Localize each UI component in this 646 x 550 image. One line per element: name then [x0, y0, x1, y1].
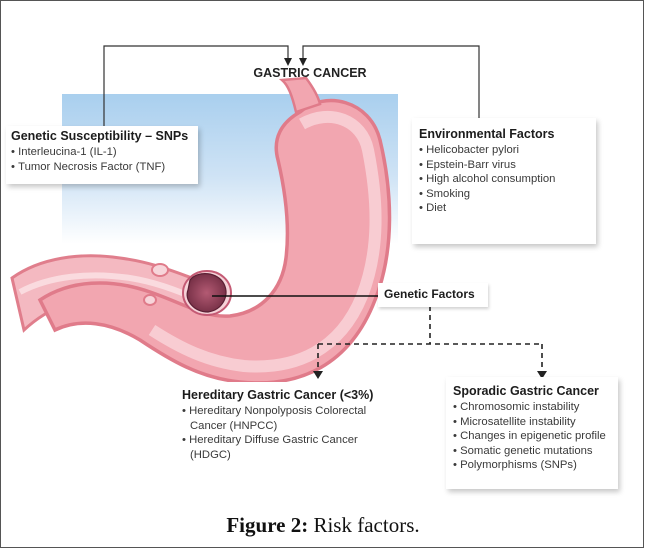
- list-item: Smoking: [419, 187, 589, 202]
- list-item: Epstein-Barr virus: [419, 158, 589, 173]
- caption-label: Figure 2:: [226, 513, 308, 537]
- genetic-factors-box: Genetic Factors: [378, 283, 488, 307]
- esophagus: [282, 78, 320, 112]
- arrowhead-hereditary: [313, 371, 323, 379]
- genetic-susceptibility-box: Genetic Susceptibility – SNPs Interleuci…: [6, 126, 198, 184]
- list-item: Chromosomic instability: [453, 400, 611, 415]
- list-item: Somatic genetic mutations: [453, 444, 611, 459]
- sporadic-heading: Sporadic Gastric Cancer: [453, 384, 611, 398]
- genetic-factors-heading: Genetic Factors: [384, 287, 482, 301]
- environmental-factors-box: Environmental Factors Helicobacter pylor…: [412, 118, 596, 244]
- hereditary-heading: Hereditary Gastric Cancer (<3%): [182, 388, 386, 402]
- arrowhead-left: [284, 58, 292, 66]
- arrowhead-right: [299, 58, 307, 66]
- list-item: Interleucina-1 (IL-1): [11, 145, 193, 160]
- list-item: Tumor Necrosis Factor (TNF): [11, 160, 193, 175]
- caption-text: Risk factors.: [308, 513, 419, 537]
- list-item: Hereditary Nonpolyposis Colorectal Cance…: [182, 404, 386, 433]
- list-item: High alcohol consumption: [419, 172, 589, 187]
- tumor-lesion: [183, 271, 231, 315]
- sporadic-box: Sporadic Gastric Cancer Chromosomic inst…: [446, 377, 618, 489]
- environmental-factors-heading: Environmental Factors: [419, 127, 589, 141]
- hereditary-box: Hereditary Gastric Cancer (<3%) Heredita…: [176, 382, 392, 488]
- list-item: Changes in epigenetic profile: [453, 429, 611, 444]
- genetic-susceptibility-heading: Genetic Susceptibility – SNPs: [11, 129, 193, 143]
- list-item: Polymorphisms (SNPs): [453, 458, 611, 473]
- gastric-cancer-title: GASTRIC CANCER: [225, 66, 395, 80]
- list-item: Helicobacter pylori: [419, 143, 589, 158]
- list-item: Diet: [419, 201, 589, 216]
- figure-caption: Figure 2: Risk factors.: [0, 513, 646, 538]
- list-item: Hereditary Diffuse Gastric Cancer (HDGC): [182, 433, 386, 462]
- stomach-illustration: [12, 78, 390, 383]
- list-item: Microsatellite instability: [453, 415, 611, 430]
